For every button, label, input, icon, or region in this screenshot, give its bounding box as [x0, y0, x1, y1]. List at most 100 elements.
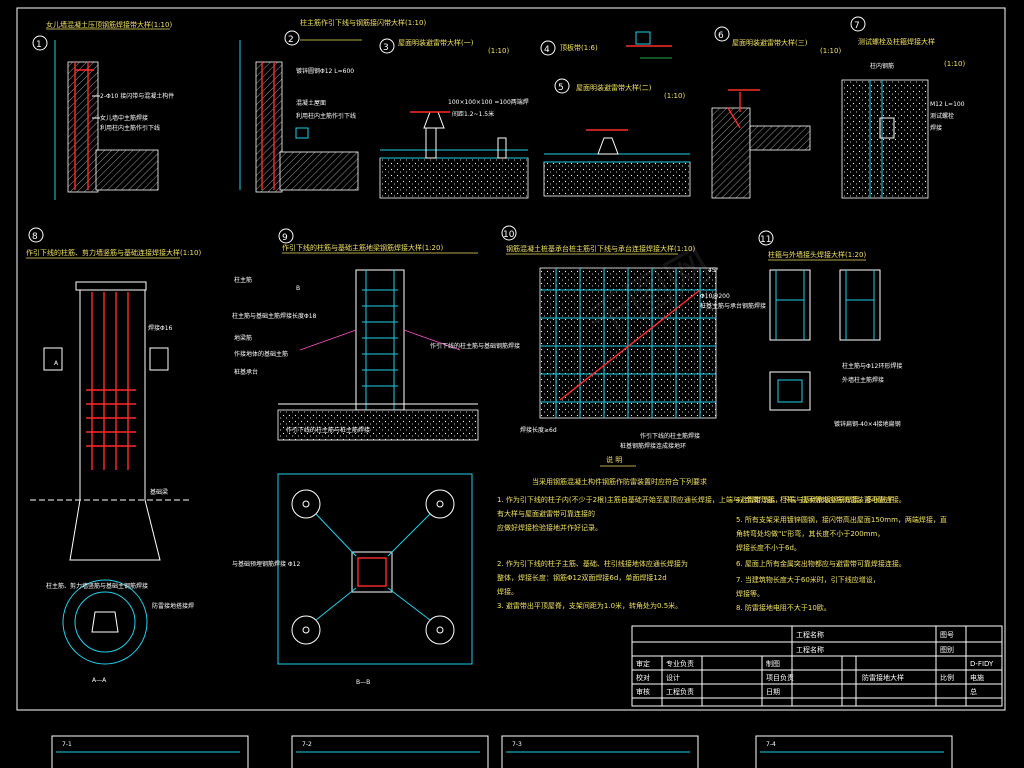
- detail-2-note-3: 利用柱内主筋作引下线: [296, 112, 356, 120]
- detail-9-note-2: 柱主筋与基础主筋焊接长度Φ18: [232, 312, 317, 320]
- detail-3-dims: 100×100×100 =100两端焊: [448, 98, 529, 106]
- detail-10: 10 钢筋混凝土桩基承台桩主筋引下线与承台连接焊接大样(1:10) 45° Φ1…: [501, 225, 766, 450]
- detail-9-note-8: 与基础预埋钢筋焊接 Φ12: [232, 560, 300, 568]
- detail-1-note-3: 利用柱内主筋作引下线: [100, 124, 160, 132]
- note-right-1: 4. 金属门窗、栏杆、扶手等均应与防雷装置可靠连接。: [736, 495, 906, 504]
- title-block-drawing-title: 防雷接地大样: [862, 673, 904, 682]
- title-block-checked: 校对: [636, 673, 650, 682]
- detail-5-number: 5: [558, 83, 564, 93]
- title-block-approved: 审定: [636, 659, 650, 668]
- detail-8-note-2: 防雷接地搭接焊: [152, 602, 194, 610]
- detail-6-scale: (1:10): [820, 47, 841, 55]
- detail-9-note-6: 作引下线的柱主筋与桩主筋焊接: [286, 426, 370, 434]
- detail-11-number: 11: [760, 235, 771, 245]
- detail-5-scale: (1:10): [664, 92, 685, 100]
- note-left-3: 应做好焊接检验接地并作好记录。: [497, 523, 602, 532]
- detail-3-number: 3: [383, 43, 389, 53]
- detail-2-title: 柱主筋作引下线与钢筋接闪带大样(1:10): [300, 18, 426, 27]
- detail-7-note-4: 焊接: [930, 124, 942, 132]
- detail-3-scale: (1:10): [488, 47, 509, 55]
- note-left-5: 整体，焊接长度：钢筋Φ12双面焊接6d，单面焊接12d: [497, 573, 667, 582]
- detail-4: 4 顶板带(1:6): [540, 31, 672, 59]
- detail-9-title: 作引下线的柱筋与基础主筋地梁钢筋焊接大样(1:20): [282, 243, 443, 252]
- title-block-discipline-lead: 专业负责: [666, 659, 694, 668]
- detail-10-note-3: 焊接长度≥6d: [520, 426, 557, 434]
- title-block-project-name: 工程名称: [796, 630, 824, 639]
- detail-8-title: 作引下线的柱筋、剪力墙竖筋与基础连接焊接大样(1:10): [26, 248, 201, 257]
- title-block-project-lead: 工程负责: [666, 687, 694, 696]
- detail-8-number: 8: [32, 232, 38, 242]
- detail-9: 9 作引下线的柱筋与基础主筋地梁钢筋焊接大样(1:20) B 柱主筋 柱主筋与基…: [232, 228, 520, 686]
- detail-8-note-1: 柱主筋、剪力墙竖筋与基础主钢筋焊接: [46, 582, 148, 590]
- detail-7: 7 测试螺栓及柱箍焊接大样 (1:10) 柱内钢筋 M12 L=100 测试螺栓…: [841, 16, 965, 199]
- title-block-drawing-no-label: 图号: [940, 631, 954, 639]
- thumbnail-strip: 7-1 7-2 7-3 7-4: [51, 735, 953, 768]
- detail-1-note-1: 2-Φ10 接闪带与混凝土构件: [100, 92, 174, 100]
- detail-9-note-7: 作引下线的柱主筋与基础钢筋焊接: [430, 342, 520, 350]
- notes-intro: 当采用钢筋混凝土构件钢筋作防雷装置时应符合下列要求: [532, 477, 707, 486]
- detail-7-scale: (1:10): [944, 60, 965, 68]
- detail-7-note-1: 柱内钢筋: [870, 62, 894, 70]
- detail-1-title: 女儿墙混凝土压顶钢筋焊接带大样(1:10): [46, 20, 172, 29]
- title-block-reviewed: 审核: [636, 687, 650, 696]
- title-block-date: 日期: [766, 688, 780, 696]
- detail-11-note-3: 镀锌扁钢-40×4接地扁钢: [834, 420, 901, 428]
- detail-9-note-4: 作接地体的基础主筋: [234, 350, 288, 358]
- thumbnail-2-label: 7-2: [302, 741, 312, 748]
- note-left-6: 焊接。: [497, 587, 518, 596]
- detail-10-title: 钢筋混凝土桩基承台桩主筋引下线与承台连接焊接大样(1:10): [506, 244, 695, 253]
- detail-7-note-3: 测试螺栓: [930, 112, 954, 120]
- thumbnail-3-label: 7-3: [512, 741, 522, 748]
- title-block: 工程名称 图号 工程名称 图别 审定 专业负责 校对 设计 审核 工程负责 制图…: [631, 625, 1003, 707]
- detail-1-note-2: 女儿墙中主筋焊接: [100, 114, 148, 122]
- detail-2-note-2: 混凝土屋面: [296, 99, 326, 107]
- detail-11-note-2: 外墙柱主筋焊接: [842, 376, 884, 384]
- title-block-sheet: 总: [970, 687, 977, 696]
- title-block-project-manager: 项目负责: [766, 673, 794, 682]
- detail-8-section-mark: A: [54, 360, 59, 367]
- detail-9-note-3: 地梁筋: [234, 334, 252, 342]
- title-block-code: D-FIDY: [970, 660, 994, 668]
- detail-6-number: 6: [718, 31, 724, 41]
- sheet-border: [16, 7, 1006, 711]
- detail-1: 1 女儿墙混凝土压顶钢筋焊接带大样(1:10) 2-Φ10 接闪带与混凝土构件 …: [32, 20, 174, 200]
- detail-4-title: 顶板带(1:6): [560, 43, 598, 52]
- detail-2: 2 柱主筋作引下线与钢筋接闪带大样(1:10) 镀锌圆钢Φ12 L=600 混凝…: [239, 18, 426, 193]
- detail-8: 8 作引下线的柱筋、剪力墙竖筋与基础连接焊接大样(1:10) 焊接Φ16 基础梁…: [26, 227, 201, 684]
- detail-11-title: 柱箍与外墙接头焊接大样(1:20): [768, 250, 866, 259]
- detail-9-note-5: 桩基承台: [234, 368, 258, 376]
- detail-11: 11 柱箍与外墙接头焊接大样(1:20) 柱主筋与Φ12环形焊接 外墙柱主筋焊接…: [758, 230, 902, 428]
- detail-1-number: 1: [36, 40, 42, 50]
- detail-7-note-2: M12 L=100: [930, 101, 965, 108]
- title-block-category-label: 图别: [940, 645, 954, 654]
- detail-10-note-2: 桩基主筋与承台钢筋焊接: [700, 302, 766, 310]
- detail-8-section-title: A—A: [92, 677, 107, 684]
- detail-11-note-1: 柱主筋与Φ12环形焊接: [842, 362, 902, 370]
- detail-3-spacing: 间距1.2~1.5米: [452, 110, 494, 118]
- note-right-7: 焊接等。: [736, 589, 764, 598]
- detail-9-section-title: B—B: [356, 679, 370, 686]
- title-block-scale: 比例: [940, 673, 954, 682]
- detail-10-number: 10: [503, 230, 515, 240]
- detail-8-weld-label: 焊接Φ16: [148, 324, 173, 332]
- title-block-designed: 设计: [666, 673, 680, 682]
- detail-7-title: 测试螺栓及柱箍焊接大样: [858, 37, 935, 46]
- detail-10-note-1: Φ10@200: [700, 293, 730, 300]
- note-right-2: 5. 所有支架采用镀锌圆钢，接闪带高出屋面150mm，两端焊接，直: [736, 515, 947, 524]
- detail-7-number: 7: [854, 21, 860, 31]
- note-left-2: 有大样与屋面避雷带可靠连接的: [497, 509, 595, 518]
- detail-2-number: 2: [288, 35, 294, 45]
- detail-8-beam-label: 基础梁: [150, 488, 168, 496]
- note-right-5: 6. 屋面上所有金属突出物都应与避雷带可靠焊接连接。: [736, 559, 906, 568]
- detail-5-title: 屋面明装避雷带大样(二): [576, 83, 652, 92]
- note-left-7: 3. 避雷带出平顶屋脊，支架间距为1.0米，转角处为0.5米。: [497, 601, 682, 610]
- thumbnail-4-label: 7-4: [766, 741, 776, 748]
- detail-9-section-mark: B: [296, 285, 300, 292]
- note-right-3: 角转弯处均做“L”形弯，其长度不小于200mm，: [736, 529, 884, 538]
- note-left-4: 2. 作为引下线的柱子主筋、基础、柱引线接地体应通长焊接为: [497, 559, 688, 568]
- detail-10-note-4: 作引下线的柱主筋焊接: [640, 432, 700, 440]
- notes-heading: 说 明: [606, 455, 622, 464]
- detail-3-title: 屋面明装避雷带大样(一): [398, 38, 474, 47]
- detail-2-note-1: 镀锌圆钢Φ12 L=600: [296, 67, 354, 75]
